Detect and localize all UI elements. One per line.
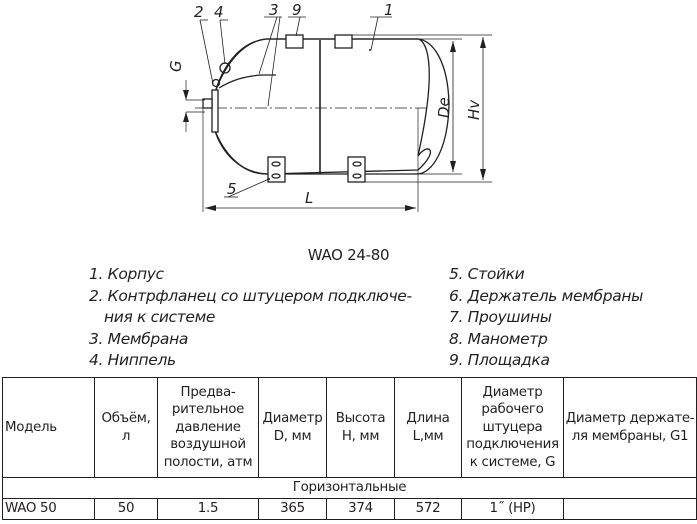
header-membrane-holder-diameter: Диаметр держате-ля мембраны, G1 [563,377,697,478]
legend-item-continuation: ния к системе [104,308,216,327]
cell-pressure: 1.5 [157,498,259,520]
legend-item: 4. Ниппель [89,351,176,370]
legend-item: 2. Контрфланец со штуцером подключе- [89,286,412,305]
section-title: Горизонтальные [2,477,697,499]
cell-connection: 1˝ (НР) [461,498,564,520]
header-text: воздушной [170,437,246,453]
header-text: Высота [335,410,386,426]
header-text: L,мм [412,428,444,444]
legend-right-column: 5. Стойки 6. Держатель мембраны 7. Проуш… [449,264,689,372]
header-text: давление [175,419,241,435]
header-text: штуцера [482,419,543,435]
legend-item: 8. Манометр [449,329,548,348]
header-text: л [121,428,131,444]
table-row: WAO 50 50 1.5 365 374 572 1˝ (НР) [2,498,697,520]
callout-2: 2 [194,3,204,21]
dim-g-label: G [167,60,185,72]
dim-hv-label: Hv [465,99,483,120]
header-text: к системе, G [469,454,556,470]
header-text: Диаметр держате- [565,410,695,426]
legend-item: 3. Мембрана [89,329,188,348]
header-text: Длина [406,410,450,426]
callout-9: 9 [292,1,302,19]
header-text: рительное [171,402,245,418]
cell-diameter: 365 [258,498,327,520]
cell-volume: 50 [94,498,158,520]
header-text: подключения [466,437,559,453]
header-diameter: Диаметр D, мм [258,377,327,478]
callout-1: 1 [384,1,394,19]
header-height: Высота H, мм [326,377,395,478]
cell-length: 572 [394,498,462,520]
callout-5: 5 [227,180,237,198]
legend-item: 7. Проушины [449,308,552,327]
legend-item: 6. Держатель мембраны [449,286,644,305]
header-text: полости, атм [163,454,253,470]
header-volume: Объём, л [94,377,158,478]
callout-4: 4 [214,3,224,21]
header-text: Модель [5,419,57,435]
header-text: ля мембраны, G1 [571,428,689,444]
legend-item: 9. Площадка [449,351,550,370]
header-model: Модель [2,377,95,478]
legend-item: 5. Стойки [449,265,525,283]
header-text: Диаметр [482,384,543,400]
header-text: H, мм [341,428,380,444]
header-text: Диаметр [262,410,323,426]
legend-item: 1. Корпус [89,265,164,283]
cell-height: 374 [326,498,395,520]
dim-l-label: L [305,189,313,207]
legend-left-column: 1. Корпус 2. Контрфланец со штуцером под… [89,264,429,372]
header-text: Объём, [101,410,151,426]
header-text: рабочего [481,402,544,418]
tank-body-outline [213,38,431,175]
tank-technical-drawing: 2 4 3 9 1 5 L G De Hv [167,1,492,212]
callout-3: 3 [269,1,279,19]
header-text: Предва- [180,384,236,400]
drawing-caption: WAO 24-80 [307,246,390,264]
dim-de-label: De [435,97,453,118]
cell-model: WAO 50 [2,498,95,520]
cell-membrane-holder [563,498,697,520]
header-text: D, мм [273,428,312,444]
table-section-row: Горизонтальные [2,477,697,499]
